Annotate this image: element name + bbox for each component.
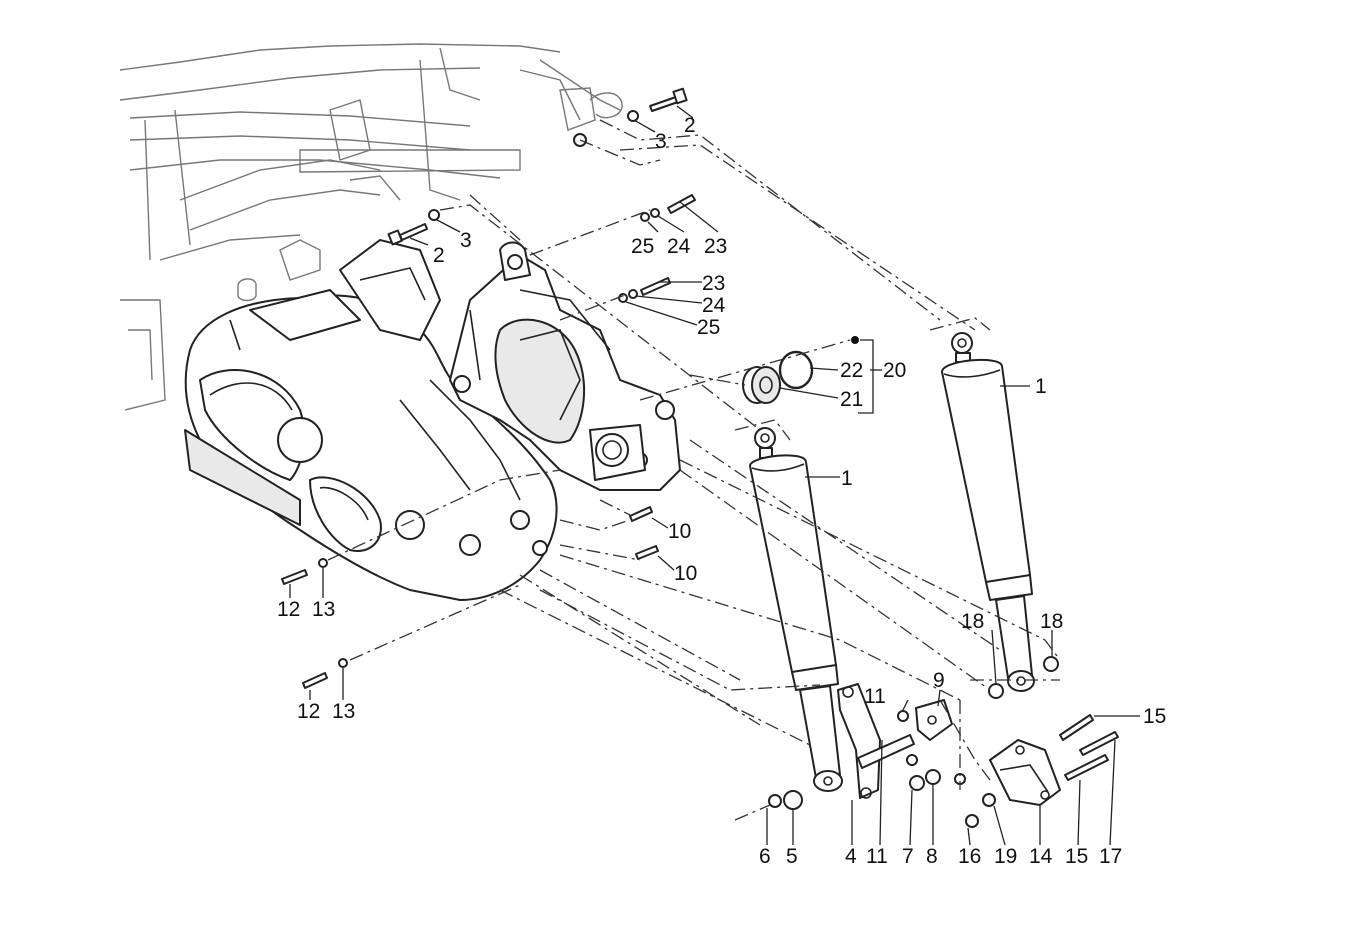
- label-part-16: 16: [958, 845, 981, 868]
- label-part-9: 9: [933, 669, 945, 692]
- label-part-4: 4: [845, 845, 857, 868]
- marker-dot: [851, 336, 859, 344]
- label-part-1-right: 1: [1035, 375, 1047, 398]
- label-part-8: 8: [926, 845, 938, 868]
- frame-outline: [119, 43, 623, 411]
- label-part-24-mid: 24: [702, 294, 726, 317]
- label-part-15-bottom: 15: [1065, 845, 1088, 868]
- label-part-14: 14: [1029, 845, 1053, 868]
- plate-9: [915, 699, 953, 741]
- label-part-23-top: 23: [704, 235, 727, 258]
- label-part-24-top: 24: [667, 235, 691, 258]
- label-part-25-top: 25: [631, 235, 654, 258]
- label-part-10-upper: 10: [668, 520, 691, 543]
- label-part-21: 21: [840, 388, 863, 411]
- label-part-6: 6: [759, 845, 771, 868]
- bearing-21: [742, 366, 781, 404]
- label-part-12-lower: 12: [297, 700, 320, 723]
- hardware: [318, 110, 1059, 828]
- label-part-25-mid: 25: [697, 316, 720, 339]
- label-part-2-left: 2: [433, 244, 445, 267]
- engine-transmission: [184, 239, 558, 601]
- label-part-11-lower: 11: [866, 845, 888, 868]
- shock-absorber-left: [749, 427, 843, 792]
- label-part-18-right: 18: [1040, 610, 1063, 633]
- label-part-1-left: 1: [841, 467, 853, 490]
- label-part-2-top: 2: [684, 114, 696, 137]
- label-part-11-upper: 11: [864, 685, 886, 708]
- label-part-10-lower: 10: [674, 562, 697, 585]
- label-part-7: 7: [902, 845, 914, 868]
- label-part-17: 17: [1099, 845, 1122, 868]
- label-part-23-mid: 23: [702, 272, 725, 295]
- label-part-5: 5: [786, 845, 798, 868]
- label-part-15-right: 15: [1143, 705, 1166, 728]
- circlip-22: [778, 350, 814, 390]
- assembly-lines: [327, 119, 1061, 821]
- label-part-3-left: 3: [460, 229, 472, 252]
- label-part-13-lower: 13: [332, 700, 355, 723]
- label-part-12-upper: 12: [277, 598, 300, 621]
- leader-lines: [289, 105, 1140, 846]
- label-part-3-top: 3: [655, 130, 667, 153]
- part-labels: 2 3 2 3 25 24 23 23 24 25 22 20 21 1 1 1…: [277, 114, 1166, 868]
- bracket-4: [837, 683, 915, 799]
- label-part-22: 22: [840, 359, 863, 382]
- label-part-20: 20: [883, 359, 906, 382]
- label-part-13-upper: 13: [312, 598, 335, 621]
- shock-absorber-right: [941, 332, 1035, 692]
- label-part-19: 19: [994, 845, 1017, 868]
- bracket-14: [989, 739, 1061, 806]
- bolts: [281, 87, 1119, 781]
- swingarm-bracket: [449, 241, 681, 491]
- label-part-18-left: 18: [961, 610, 984, 633]
